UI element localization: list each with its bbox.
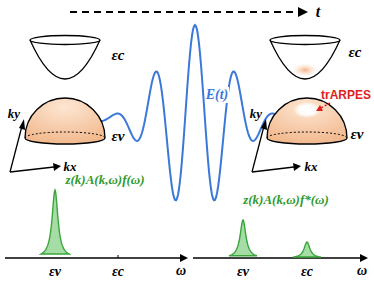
arrow-head bbox=[180, 254, 188, 262]
kx-axis bbox=[10, 167, 54, 172]
tick bbox=[118, 255, 119, 258]
axis-label: kx bbox=[305, 160, 318, 174]
valence-band bbox=[267, 98, 347, 144]
field-label: E(t) bbox=[205, 87, 230, 102]
band-label: εc bbox=[112, 47, 125, 64]
band-label: εv bbox=[351, 126, 364, 143]
ky-axis bbox=[252, 126, 264, 172]
arrow-head bbox=[53, 163, 61, 171]
omega-axis bbox=[193, 257, 360, 258]
arrow-head bbox=[360, 254, 368, 262]
axis-label: ky bbox=[250, 107, 262, 121]
formula-label: z(k)A(k,ω)f*(ω) bbox=[243, 193, 329, 207]
band-label: εc bbox=[349, 44, 362, 61]
probe-label: trARPES bbox=[321, 89, 371, 102]
formula-label: z(k)A(k,ω)f(ω) bbox=[65, 173, 144, 187]
axis-label: ω bbox=[357, 263, 367, 278]
conduction-band bbox=[270, 40, 340, 79]
excited-population bbox=[292, 63, 318, 77]
ky-axis bbox=[10, 126, 22, 172]
arrow-head bbox=[293, 163, 301, 171]
band-rim bbox=[267, 132, 347, 138]
spectral-peak bbox=[293, 242, 321, 257]
tick-label: εc bbox=[301, 264, 313, 279]
tick-label: εv bbox=[237, 264, 249, 279]
spectral-peak bbox=[229, 220, 257, 256]
band-rim bbox=[270, 36, 340, 45]
kx-axis bbox=[252, 167, 294, 172]
axis-label: ky bbox=[8, 107, 20, 121]
spectral-peak bbox=[41, 190, 69, 254]
time-label: t bbox=[316, 3, 320, 21]
band-label: εv bbox=[112, 128, 125, 145]
tick-label: εc bbox=[112, 264, 124, 279]
arrow-head bbox=[298, 7, 308, 17]
arrow-head bbox=[316, 105, 323, 111]
omega-axis bbox=[5, 257, 180, 258]
time-arrow bbox=[70, 11, 298, 13]
conduction-band bbox=[30, 40, 100, 79]
band-rim bbox=[25, 132, 105, 138]
tick-label: εv bbox=[49, 264, 61, 279]
valence-band bbox=[25, 98, 105, 144]
axis-label: ω bbox=[176, 263, 186, 278]
band-rim bbox=[30, 36, 100, 45]
